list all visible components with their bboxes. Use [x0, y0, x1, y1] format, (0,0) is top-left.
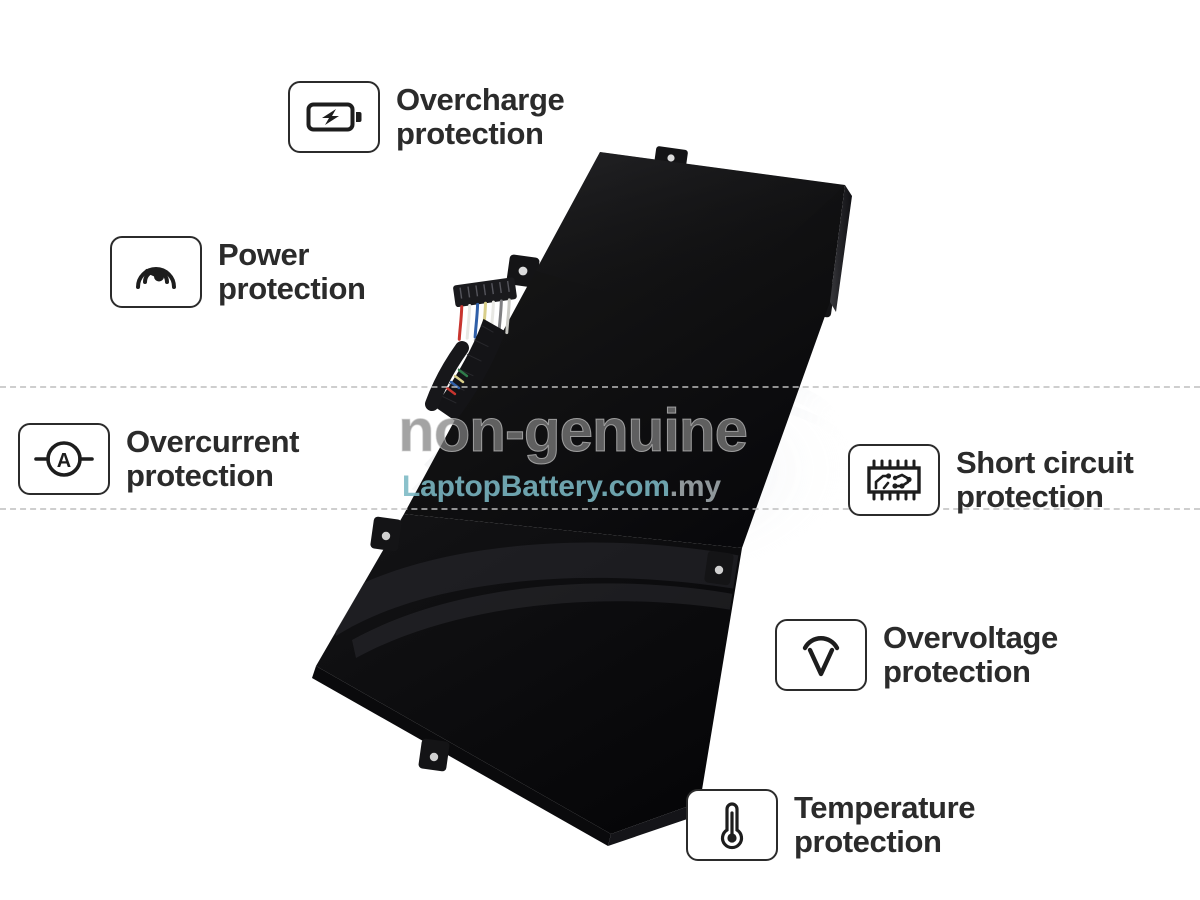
- watermark-non-genuine: non-genuine: [398, 397, 749, 465]
- watermark-website: LaptopBattery.com.my: [402, 470, 721, 504]
- temperature-icon-box: [686, 788, 778, 861]
- ic-chip-icon: [864, 458, 924, 502]
- temperature-label-line2: protection: [794, 823, 942, 859]
- overcharge-label-line1: Overcharge: [396, 82, 565, 118]
- short-circuit-label-line1: Short circuit: [956, 445, 1134, 481]
- overvoltage-icon-box: [775, 618, 867, 691]
- watermark-guideline-top: [0, 386, 1200, 388]
- short-circuit-label-line2: protection: [956, 478, 1104, 514]
- feature-overcurrent: A Overcurrent protection: [18, 392, 299, 526]
- svg-text:A: A: [57, 450, 71, 472]
- overvoltage-label: Overvoltage protection: [883, 588, 1058, 722]
- overvoltage-label-line2: protection: [883, 653, 1031, 689]
- overcurrent-label-line2: protection: [126, 457, 274, 493]
- watermark-site-main: LaptopBattery.com: [402, 470, 670, 503]
- overcurrent-icon-box: A: [18, 422, 110, 495]
- overcharge-label: Overcharge protection: [396, 50, 565, 184]
- power-label: Power protection: [218, 205, 366, 339]
- temperature-label: Temperature protection: [794, 758, 975, 892]
- feature-short-circuit: Short circuit protection: [848, 413, 1134, 547]
- overvoltage-label-line1: Overvoltage: [883, 620, 1058, 656]
- power-label-line1: Power: [218, 237, 310, 273]
- overcharge-icon-box: [288, 80, 380, 153]
- feature-overvoltage: Overvoltage protection: [775, 588, 1058, 722]
- battery-connector: [453, 277, 517, 341]
- short-circuit-label: Short circuit protection: [956, 413, 1134, 547]
- gauge-icon: [132, 249, 180, 295]
- battery-bolt-icon: [306, 100, 362, 134]
- overcurrent-label-line1: Overcurrent: [126, 424, 300, 460]
- power-icon-box: [110, 235, 202, 308]
- thermometer-icon: [714, 800, 750, 850]
- feature-power: Power protection: [110, 205, 366, 339]
- short-circuit-icon-box: [848, 443, 940, 516]
- overcurrent-label: Overcurrent protection: [126, 392, 299, 526]
- overcharge-label-line2: protection: [396, 115, 544, 151]
- ammeter-icon: A: [34, 438, 94, 480]
- feature-temperature: Temperature protection: [686, 758, 975, 892]
- feature-overcharge: Overcharge protection: [288, 50, 565, 184]
- voltmeter-arc-icon: [797, 632, 845, 678]
- temperature-label-line1: Temperature: [794, 790, 976, 826]
- watermark-site-tld: .my: [669, 470, 721, 503]
- power-label-line2: protection: [218, 270, 366, 306]
